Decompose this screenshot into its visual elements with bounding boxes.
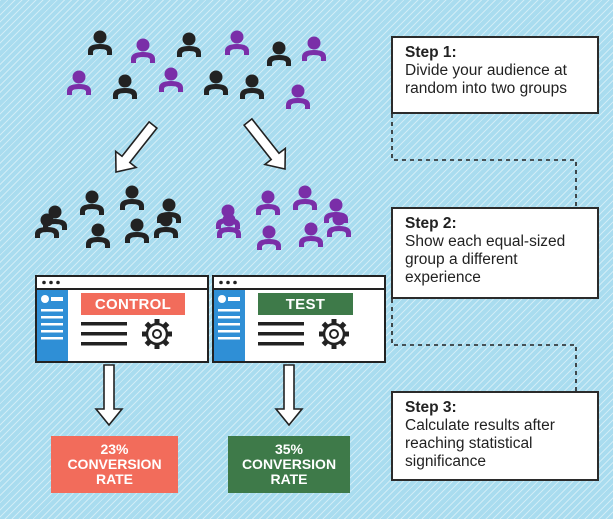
step-3-box: Step 3: Calculate results after reaching… [391,391,599,481]
arrow-icon [242,117,287,170]
test-browser-window [212,275,386,363]
person-icon [67,70,91,95]
test-rate-line3: RATE [270,471,308,487]
step-3-text: Calculate results after reaching statist… [405,417,555,470]
arrow-icon [114,120,159,173]
person-icon [299,222,323,247]
step-1-text: Divide your audience at random into two … [405,62,567,97]
person-icon [256,190,280,215]
arrow-icon [94,364,124,427]
person-icon [257,225,281,250]
step-2-title: Step 2: [405,215,457,232]
control-conversion-badge: 23% CONVERSION RATE [51,436,178,493]
connector-step2-step3 [391,299,577,391]
person-icon [120,185,144,210]
person-icon [80,190,104,215]
control-label: CONTROL [81,293,185,315]
step-2-box: Step 2: Show each equal-sized group a di… [391,207,599,299]
person-icon [35,213,59,238]
person-icon [286,84,310,109]
gear-icon [319,319,349,349]
test-rate-line2: CONVERSION [241,456,337,472]
person-icon [240,74,264,99]
person-icon [225,30,249,55]
person-icon [131,38,155,63]
control-rate: 23% [100,441,129,457]
step-1-box: Step 1: Divide your audience at random i… [391,36,599,114]
connector-step1-step2 [391,114,577,207]
control-rate-line2: CONVERSION [67,456,162,472]
person-icon [293,185,317,210]
step-3-title: Step 3: [405,399,457,416]
arrow-icon [274,364,304,427]
control-rate-line3: RATE [95,471,134,487]
person-icon [177,32,201,57]
person-icon [327,212,351,237]
ab-test-diagram: Step 1: Divide your audience at random i… [11,0,610,515]
person-icon [113,74,137,99]
step-1-title: Step 1: [405,44,457,61]
test-label: TEST [258,293,353,315]
test-rate: 35% [274,441,304,457]
person-icon [88,30,112,55]
person-icon [267,41,291,66]
person-icon [302,36,326,61]
step-2-text: Show each equal-sized group a different … [405,233,566,286]
person-icon [217,213,241,238]
person-icon [159,67,183,92]
person-icon [86,223,110,248]
control-browser-window [35,275,209,363]
person-icon [154,213,178,238]
person-icon [204,70,228,95]
gear-icon [142,319,172,349]
person-icon [125,218,149,243]
test-conversion-badge: 35% CONVERSION RATE [228,436,350,493]
diagram-artwork [35,30,577,427]
